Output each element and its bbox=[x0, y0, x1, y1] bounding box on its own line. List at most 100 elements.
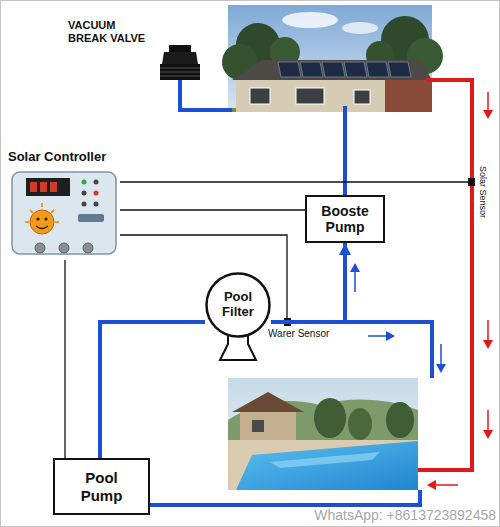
water-pipe bbox=[271, 243, 345, 322]
flow-arrow bbox=[487, 320, 489, 342]
red-pipe bbox=[418, 80, 472, 470]
pool-photo bbox=[228, 440, 418, 490]
control-wire bbox=[64, 260, 65, 458]
pool-photo bbox=[228, 378, 418, 490]
controller-picture bbox=[59, 243, 69, 253]
control-wire bbox=[120, 209, 305, 210]
controller-picture bbox=[26, 178, 70, 196]
house-photo bbox=[354, 90, 370, 104]
sensor-label: Solar Sensor bbox=[477, 157, 489, 227]
valve-symbol bbox=[160, 45, 232, 110]
blue-pipe bbox=[150, 490, 420, 505]
valve-symbol bbox=[160, 64, 200, 80]
sensor-wire bbox=[468, 178, 475, 186]
pump-box: Pool Pump bbox=[53, 458, 150, 515]
house-photo bbox=[250, 88, 270, 104]
flow-arrow bbox=[483, 110, 493, 119]
pool-photo bbox=[348, 408, 372, 440]
controller-picture bbox=[78, 214, 104, 222]
controller-picture bbox=[94, 180, 99, 185]
controller-picture bbox=[82, 191, 87, 196]
valve-symbol bbox=[169, 45, 191, 52]
house-photo bbox=[300, 62, 323, 77]
text-area: Solar Controller bbox=[8, 150, 120, 165]
blue-pipe bbox=[345, 322, 432, 378]
house-photo bbox=[385, 80, 432, 112]
controller-picture bbox=[51, 210, 54, 213]
flow-arrow bbox=[386, 331, 395, 341]
controller-picture bbox=[82, 180, 87, 185]
house-photo bbox=[222, 5, 443, 112]
red-pipe bbox=[418, 80, 472, 470]
flow-arrow bbox=[427, 480, 436, 490]
watermark: WhatsApp: +8613723892458 bbox=[314, 507, 496, 524]
valve-symbol bbox=[180, 80, 232, 110]
controller-picture bbox=[82, 202, 87, 207]
text-area: Booste Pump bbox=[311, 201, 379, 237]
node-label: Pool Pump bbox=[71, 469, 133, 504]
pool-photo bbox=[236, 441, 418, 490]
sensor-label: Warer Sensor bbox=[268, 328, 329, 340]
controller-picture bbox=[41, 203, 43, 207]
controller-picture bbox=[94, 202, 99, 207]
pump-box: Booste Pump bbox=[305, 195, 385, 243]
text-area: Pool Filter bbox=[205, 272, 271, 338]
controller-picture bbox=[30, 210, 54, 234]
house-photo bbox=[278, 62, 301, 77]
flow-arrow bbox=[434, 484, 458, 486]
controller-picture bbox=[35, 243, 45, 253]
valve-symbol bbox=[160, 72, 200, 73]
flow-arrow bbox=[354, 270, 356, 292]
house-photo bbox=[232, 60, 432, 80]
house-photo bbox=[388, 62, 411, 77]
node-label: Booste Pump bbox=[311, 203, 379, 235]
valve-symbol bbox=[160, 76, 200, 77]
flow-arrow bbox=[487, 92, 489, 112]
pool-photo bbox=[228, 378, 418, 490]
sensor-wire bbox=[120, 181, 469, 182]
controller-picture bbox=[50, 182, 57, 192]
flow-arrow bbox=[368, 335, 388, 337]
filter-tank-outline bbox=[207, 274, 270, 337]
node-label: Pool Filter bbox=[215, 290, 261, 320]
text-area: Pool Pump bbox=[59, 464, 144, 509]
node-heading: Solar Controller bbox=[8, 150, 106, 165]
pool-photo bbox=[386, 402, 414, 438]
pool-photo bbox=[252, 420, 264, 432]
water-pipe bbox=[100, 322, 205, 458]
house-photo bbox=[322, 62, 345, 77]
house-photo bbox=[342, 22, 378, 34]
house-photo bbox=[282, 12, 338, 28]
valve-symbol bbox=[162, 52, 198, 64]
house-photo bbox=[344, 62, 367, 77]
controller-picture bbox=[25, 221, 29, 223]
valve-symbol bbox=[160, 68, 200, 69]
house-photo bbox=[296, 88, 324, 104]
controller-picture bbox=[36, 226, 48, 229]
controller-picture bbox=[40, 182, 47, 192]
flow-arrow bbox=[483, 340, 493, 349]
flow-arrow bbox=[350, 263, 360, 272]
house-photo bbox=[228, 5, 432, 112]
controller-picture bbox=[12, 172, 116, 254]
pool-photo bbox=[240, 410, 296, 440]
controller-picture bbox=[83, 243, 93, 253]
house-photo bbox=[236, 80, 432, 112]
flow-arrow bbox=[350, 92, 493, 490]
flow-arrow bbox=[436, 364, 446, 373]
pool-photo bbox=[232, 392, 304, 412]
pool-photo bbox=[270, 452, 380, 468]
controller-picture bbox=[30, 182, 37, 192]
valve-label: VACUUM BREAK VALVE bbox=[68, 19, 152, 45]
controller-picture bbox=[30, 210, 33, 213]
controller-picture bbox=[44, 217, 47, 220]
blue-pipe bbox=[150, 106, 432, 505]
flow-arrow bbox=[440, 344, 442, 366]
sensor-wire bbox=[120, 178, 475, 326]
house-photo bbox=[366, 62, 389, 77]
controller-picture bbox=[94, 191, 99, 196]
